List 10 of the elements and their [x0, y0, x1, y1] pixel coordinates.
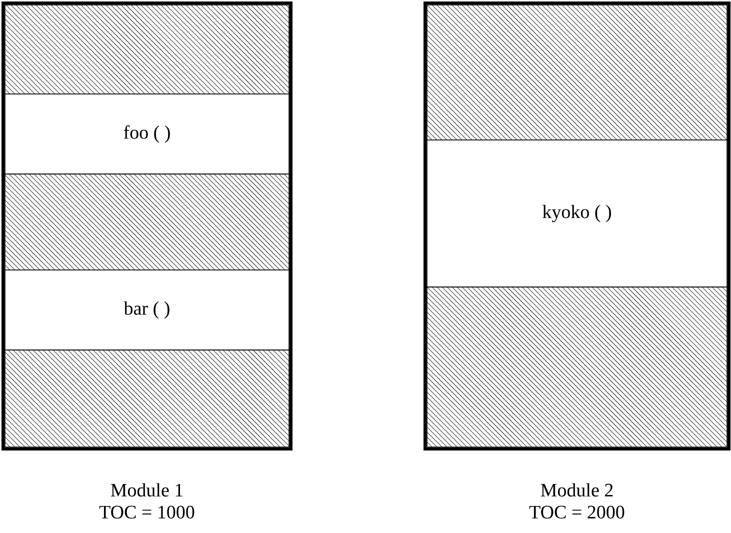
hatched-band	[4, 350, 290, 448]
hatched-band	[426, 4, 728, 140]
module-caption: Module 2 TOC = 2000	[529, 483, 624, 519]
hatched-band	[4, 4, 290, 94]
hatched-band	[4, 174, 290, 270]
function-band: kyoko ( )	[426, 140, 728, 288]
hatched-band	[426, 286, 728, 448]
module-caption: Module 1 TOC = 1000	[99, 483, 194, 519]
function-band: bar ( )	[4, 270, 290, 350]
function-band: foo ( )	[4, 94, 290, 174]
